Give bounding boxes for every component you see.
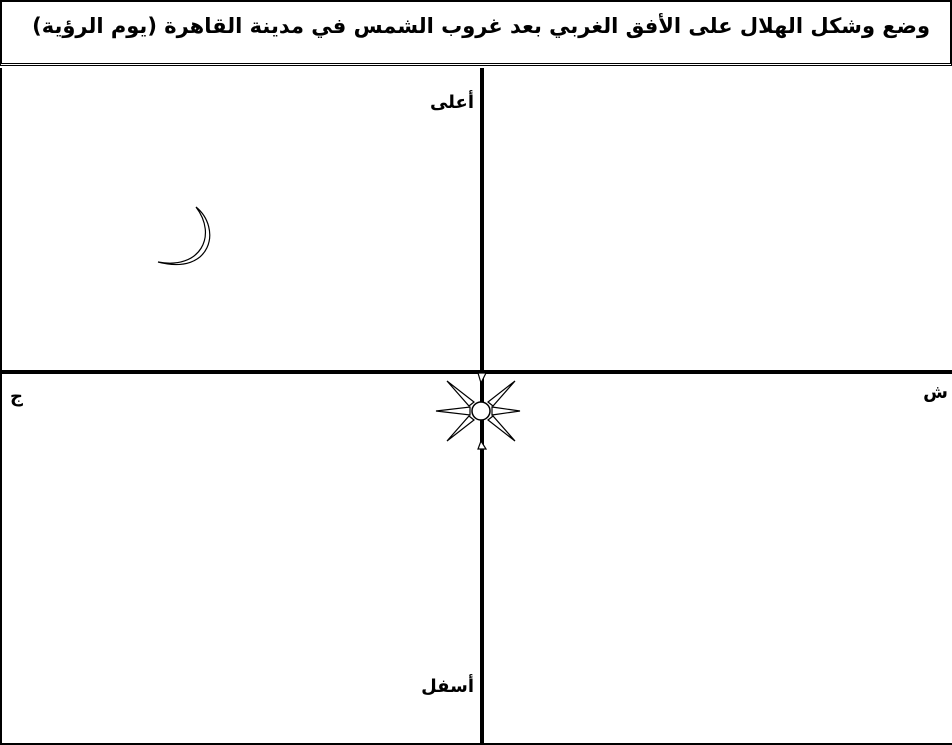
sun-icon: [436, 373, 520, 449]
crescent-moon-icon: [158, 207, 210, 265]
